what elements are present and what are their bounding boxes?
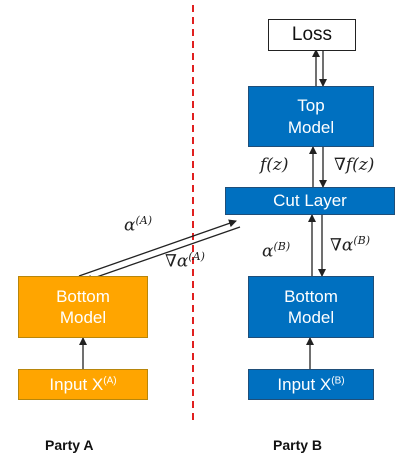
- label-alpha-a: α(A): [124, 214, 153, 236]
- label-grad-alpha-a: ∇α(A): [165, 250, 205, 272]
- label-grad-f-z: ∇f(z): [334, 155, 375, 175]
- arrow-alpha-a: [78, 219, 237, 277]
- input-a-box: Input X(A): [18, 369, 148, 400]
- top-model-box: Top Model: [248, 86, 374, 147]
- loss-box: Loss: [268, 19, 356, 51]
- party-a-label: Party A: [45, 437, 94, 453]
- input-a-label: Input X(A): [49, 374, 117, 394]
- top-model-label-line2: Model: [287, 117, 335, 137]
- bottom-model-a-label-line2: Model: [59, 308, 107, 327]
- input-b-label: Input X(B): [277, 374, 345, 394]
- bottom-model-b-label-line2: Model: [287, 308, 335, 327]
- bottom-model-a-label-line1: Bottom: [56, 286, 110, 306]
- label-alpha-b: α(B): [262, 240, 291, 262]
- bottom-model-a-box: Bottom Model: [18, 276, 148, 338]
- label-f-z: f(z): [260, 155, 289, 175]
- label-grad-alpha-b: ∇α(B): [330, 234, 371, 256]
- cut-layer-label: Cut Layer: [273, 191, 347, 211]
- bottom-model-b-label-line1: Bottom: [284, 286, 338, 306]
- top-model-label-line1: Top: [297, 96, 325, 116]
- cut-layer-box: Cut Layer: [225, 187, 395, 215]
- input-b-box: Input X(B): [248, 369, 374, 400]
- party-b-label: Party B: [273, 437, 323, 453]
- bottom-model-b-box: Bottom Model: [248, 276, 374, 338]
- arrow-grad-alpha-a: [84, 226, 241, 283]
- loss-label: Loss: [291, 24, 333, 46]
